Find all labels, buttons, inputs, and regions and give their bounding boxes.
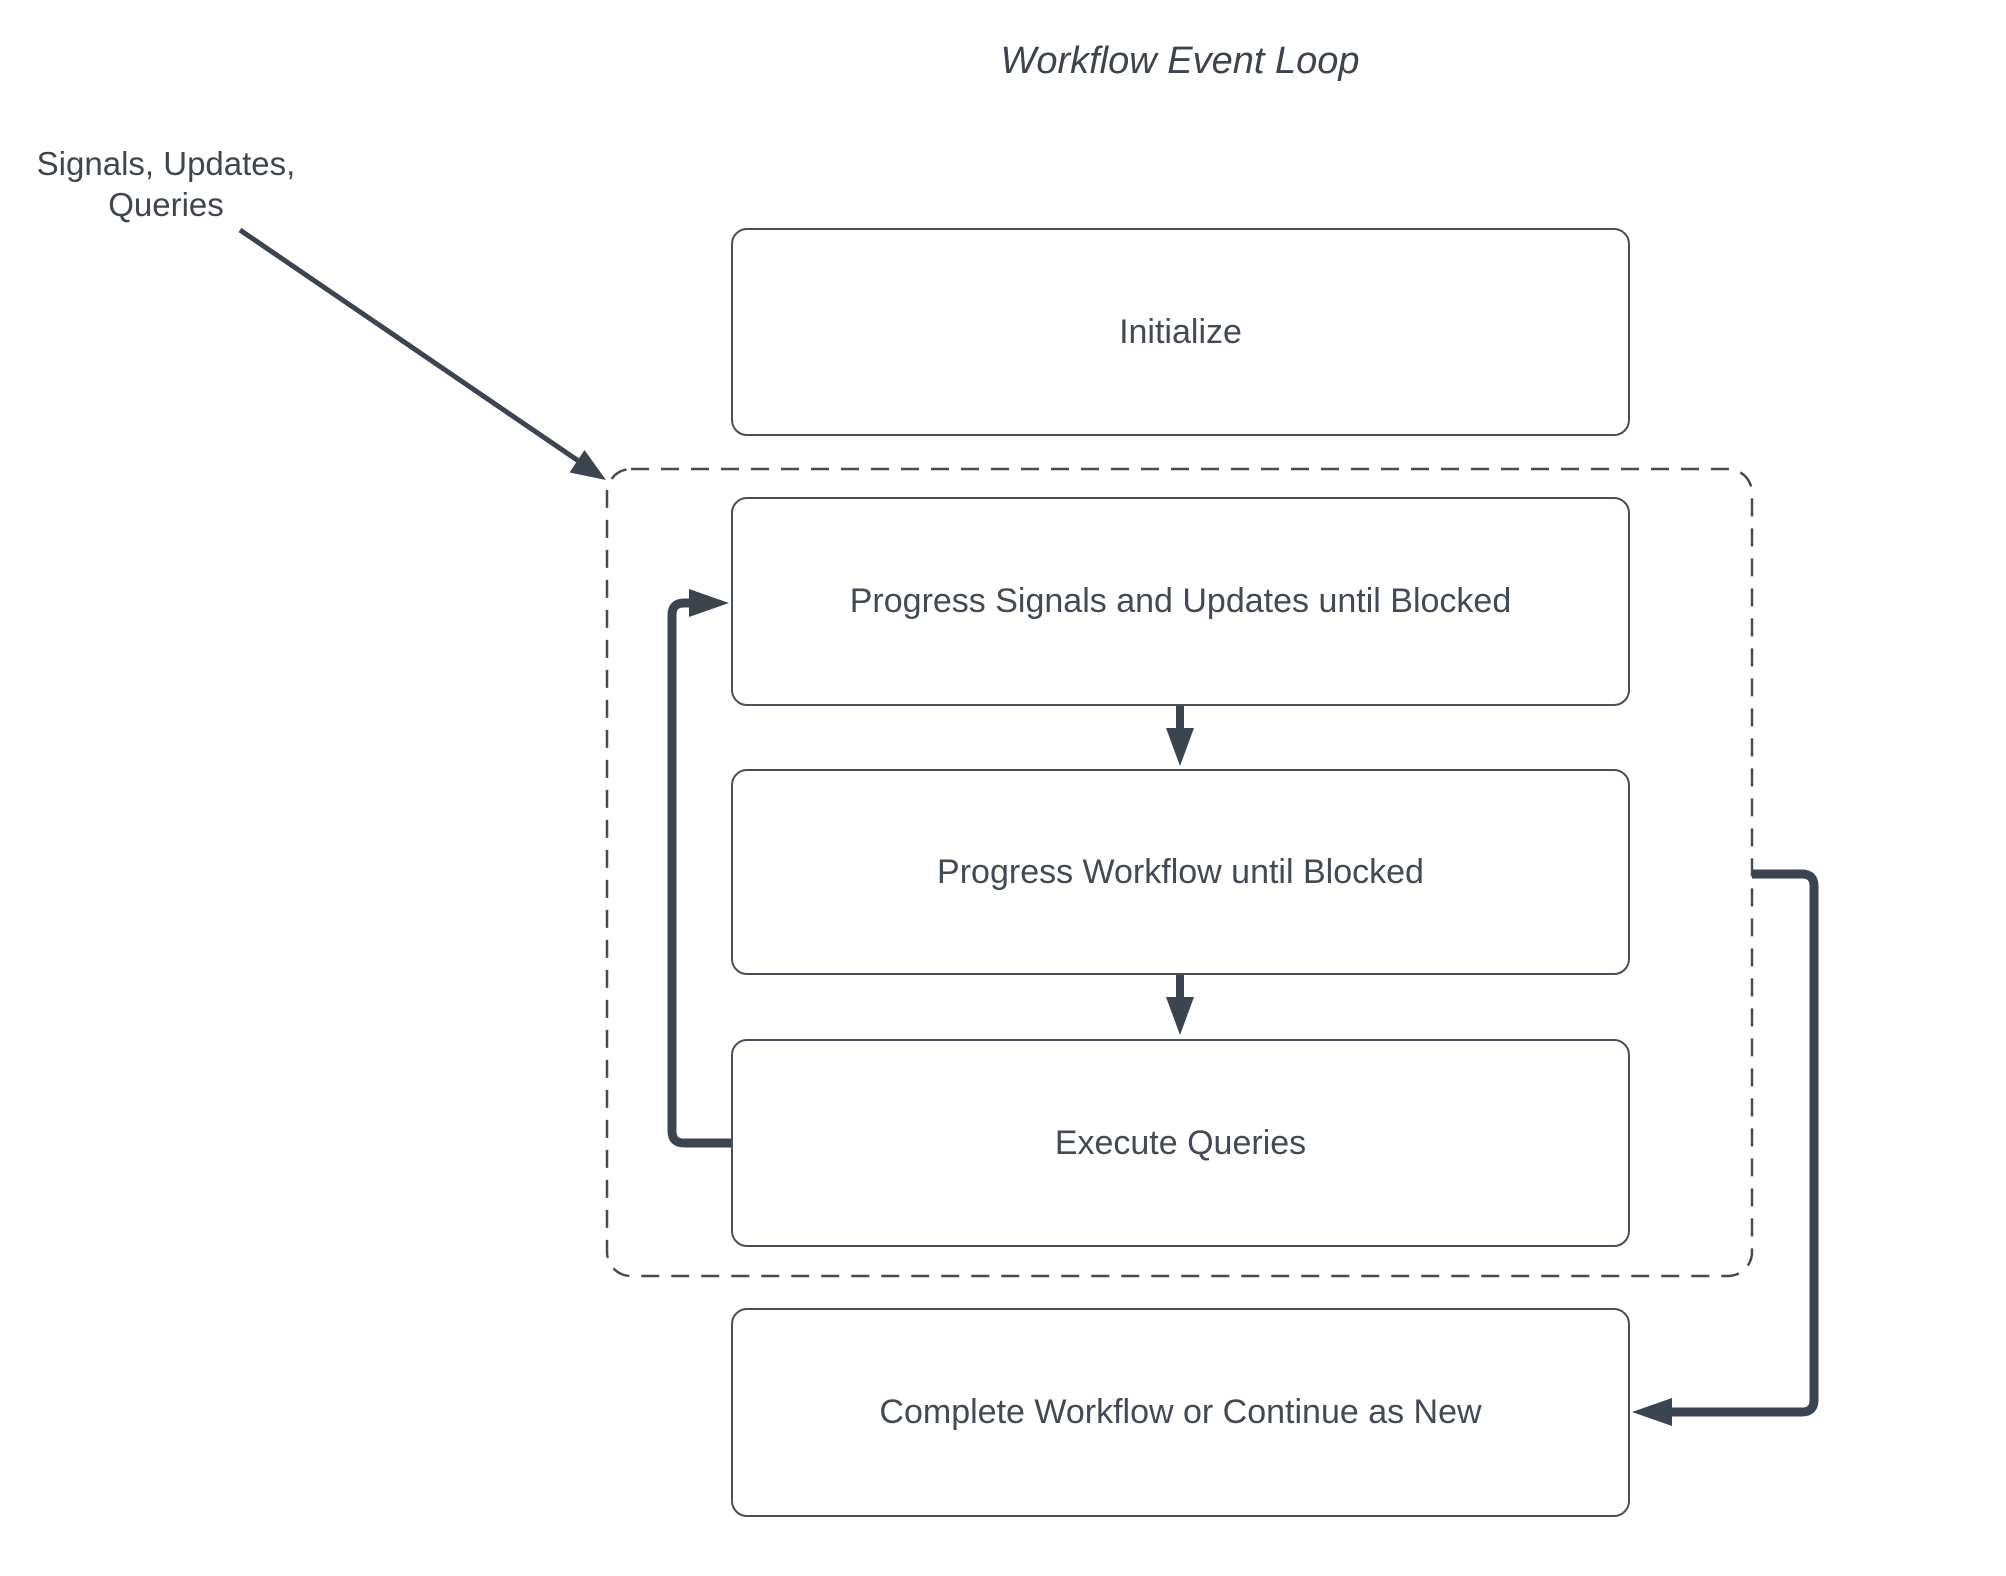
arrow-workflow-to-queries-icon	[1166, 975, 1194, 1035]
node-initialize: Initialize	[731, 228, 1630, 436]
node-complete-workflow: Complete Workflow or Continue as New	[731, 1308, 1630, 1517]
arrow-signals-to-workflow-icon	[1166, 706, 1194, 766]
node-execute-queries-label: Execute Queries	[1054, 1123, 1307, 1162]
node-progress-signals-label: Progress Signals and Updates until Block…	[849, 582, 1512, 620]
external-inputs-label: Signals, Updates, Queries	[36, 145, 296, 223]
node-execute-queries: Execute Queries	[731, 1039, 1630, 1247]
arrow-loop-to-complete-icon	[1632, 869, 1819, 1426]
loop-back-arrow-icon	[667, 589, 731, 1148]
node-progress-workflow-label: Progress Workflow until Blocked	[937, 852, 1424, 891]
arrow-external-to-loop-icon	[238, 227, 606, 480]
node-progress-signals-and-updates: Progress Signals and Updates until Block…	[731, 497, 1630, 706]
node-progress-workflow: Progress Workflow until Blocked	[731, 769, 1630, 975]
diagram-title: Workflow Event Loop	[1000, 40, 1360, 82]
node-complete-workflow-label: Complete Workflow or Continue as New	[879, 1393, 1482, 1431]
node-initialize-label: Initialize	[1119, 312, 1242, 351]
